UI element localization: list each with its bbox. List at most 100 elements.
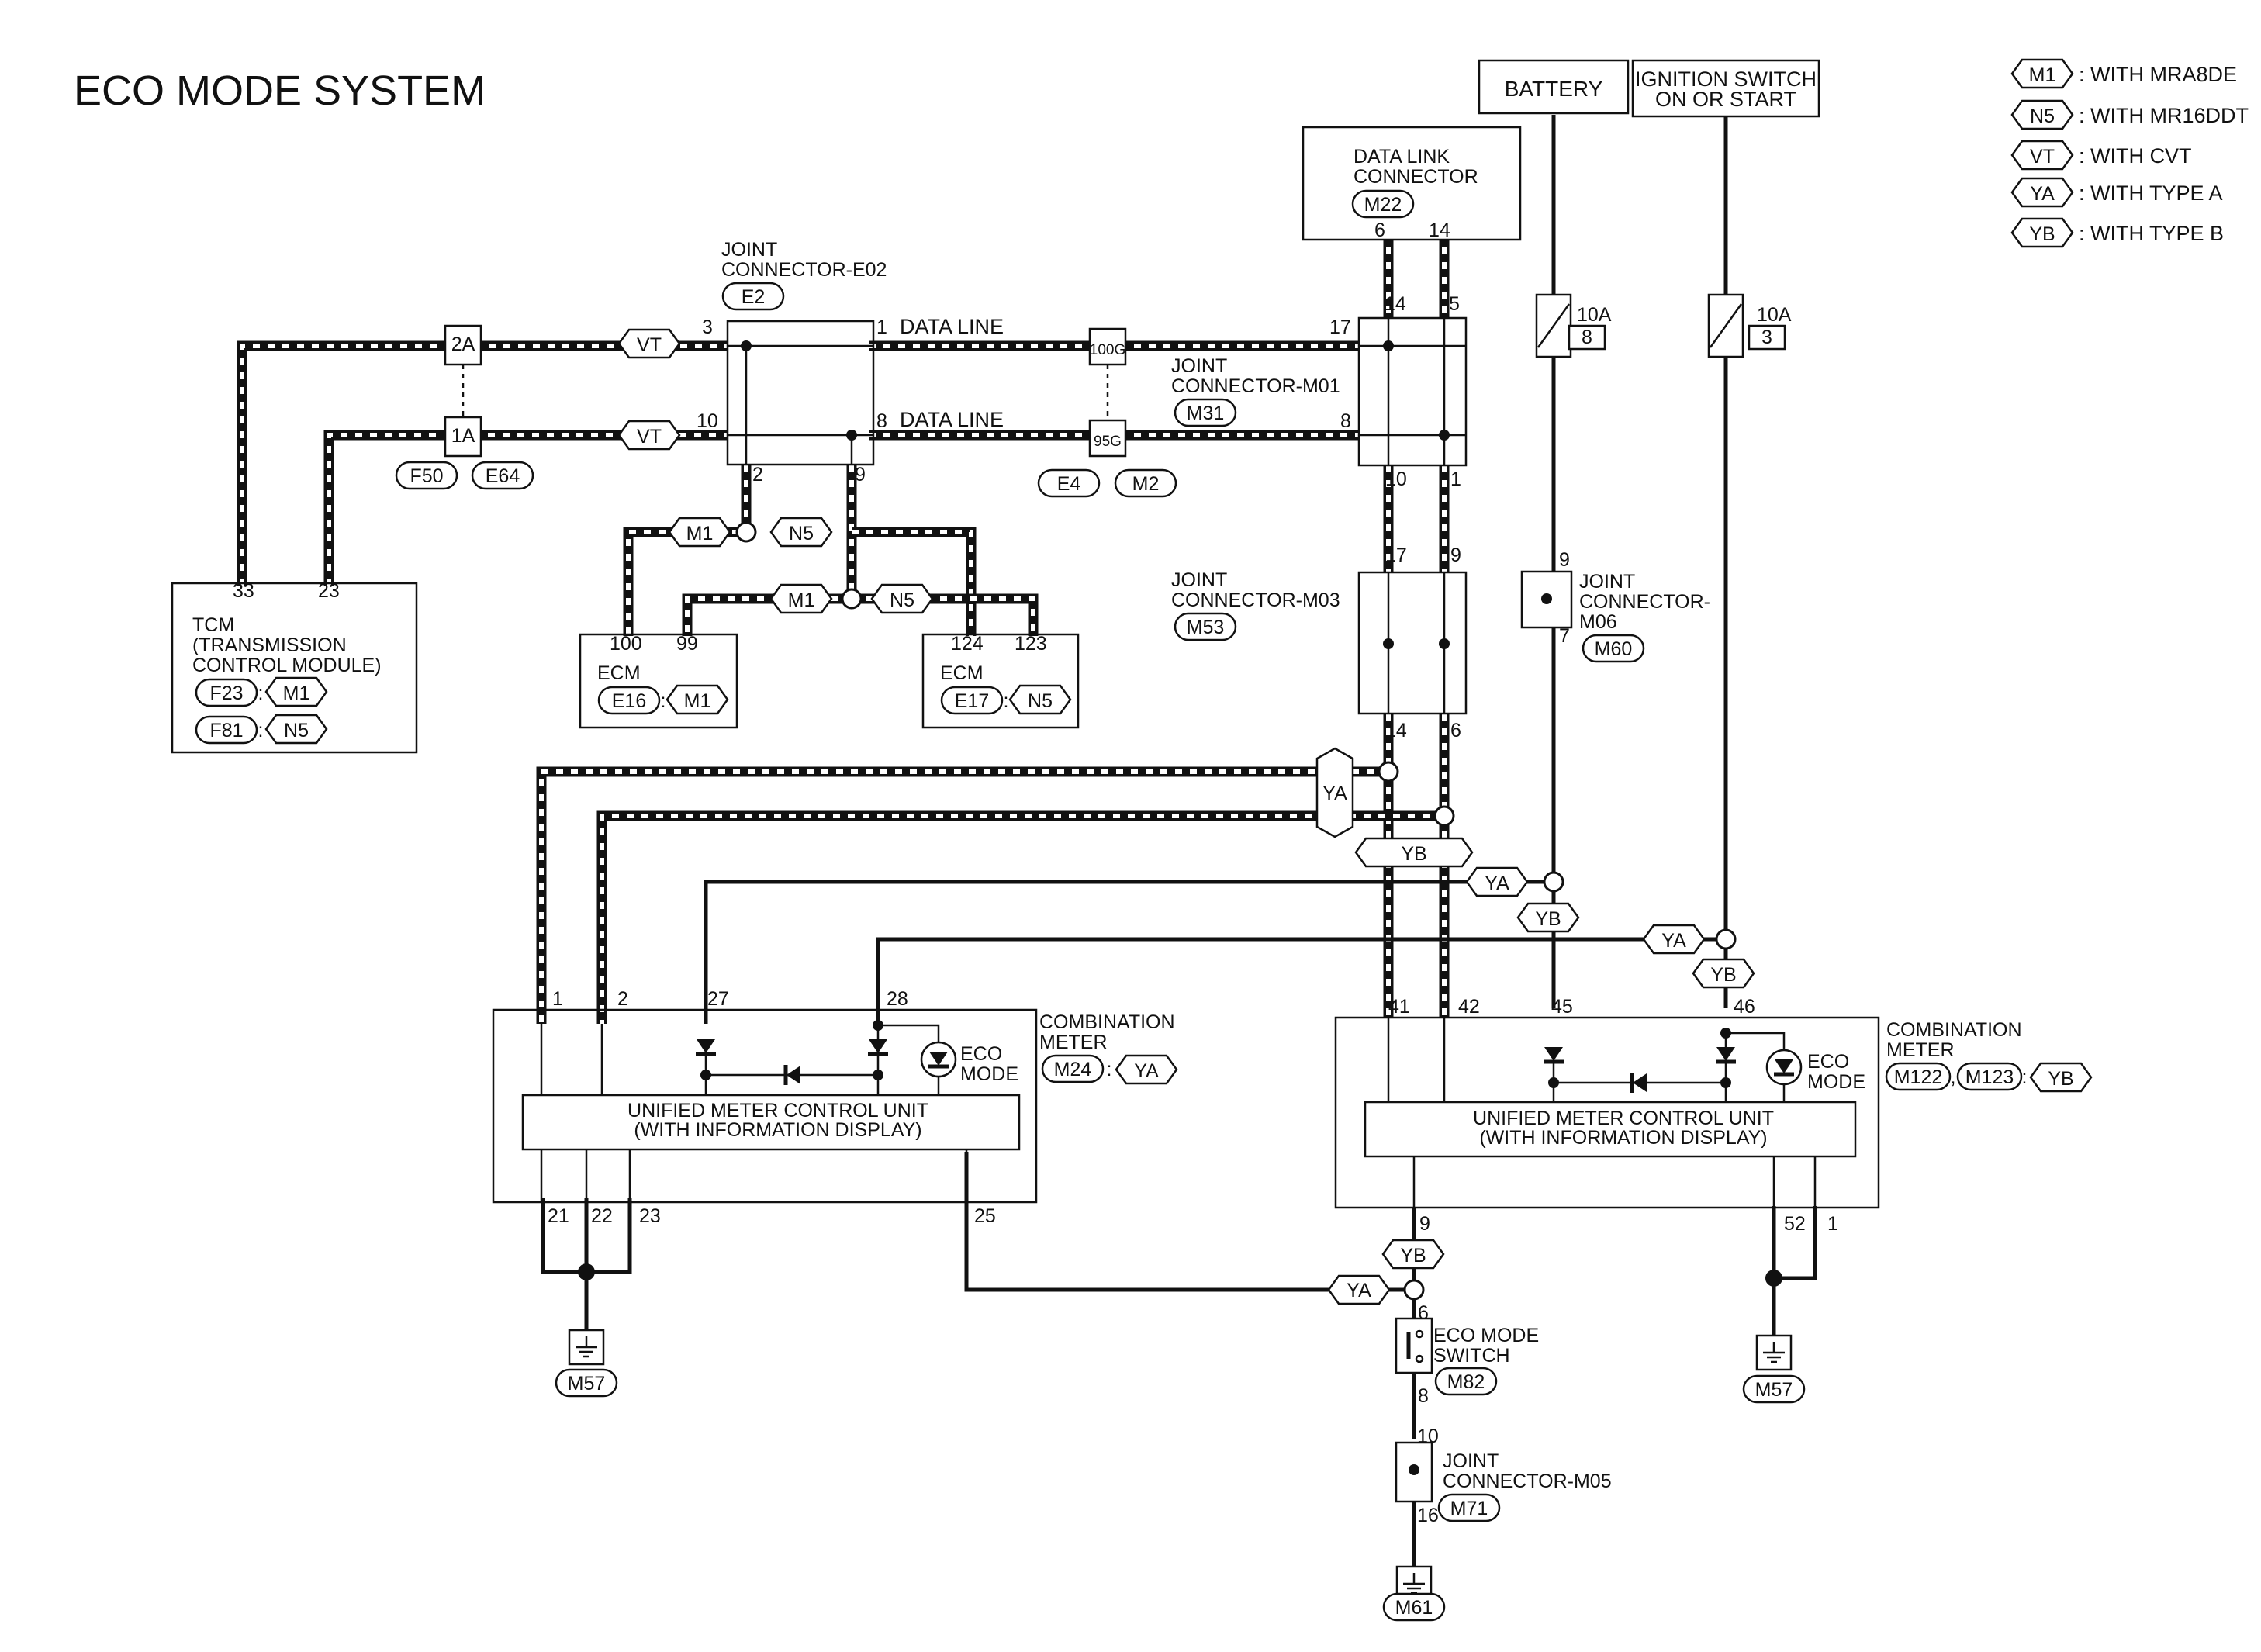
joint-m05-code-pill [1437, 1493, 1501, 1522]
pin-e02-9: 9 [855, 464, 866, 486]
fuse-battery-number: 8 [1582, 327, 1592, 348]
inline-e4-pill [1037, 468, 1101, 498]
tag-m1-upper-text: M1 [686, 523, 714, 544]
inline-e64-code: E64 [486, 465, 520, 487]
joint-e02-label-line2: CONNECTOR-E02 [721, 259, 887, 281]
pin-ecm-123: 123 [1015, 633, 1047, 655]
pin-meter-b-9: 9 [1419, 1213, 1430, 1235]
split-node-m03-6 [1433, 805, 1455, 827]
eco-switch-label-line1: ECO MODE [1433, 1325, 1539, 1346]
split-node-battery [1543, 871, 1564, 893]
tag-ya-batt [1465, 866, 1529, 897]
inline-f50-pill [395, 461, 458, 490]
joint-e02-label-line1: JOINT [721, 239, 777, 261]
can-ya-metera-1-stripe [539, 769, 1388, 1024]
tag-tcm-n5 [264, 714, 328, 745]
pin-tcm-33: 33 [233, 580, 254, 602]
tag-ya-can [1315, 747, 1354, 838]
pin-meter-b-1: 1 [1827, 1213, 1838, 1235]
tag-ya-ign [1642, 924, 1706, 955]
pin-meter-a-23: 23 [639, 1205, 661, 1227]
joint-e02-code-pill [721, 282, 785, 311]
fuse-ignition-number-box [1748, 324, 1786, 351]
junction-dot-5 [1439, 638, 1450, 649]
inline-e64-pill [471, 461, 534, 490]
can-ya-metera-2-stripe [600, 814, 1444, 1024]
tag-n5-upper [769, 517, 833, 548]
tcm-connector-f81: F81 [209, 720, 243, 741]
tag-n5-lower [870, 583, 934, 614]
meter-a-code-pill [1041, 1054, 1105, 1083]
tag-yb-can [1354, 837, 1474, 868]
eco-lamp-b-label-line1: ECO [1807, 1051, 1849, 1073]
fuse-ignition-number: 3 [1761, 327, 1772, 348]
inline-100g-box [1088, 327, 1127, 366]
ignition-label-line2: ON OR START [1655, 88, 1796, 111]
ground-right-pill [1742, 1374, 1806, 1404]
ecm2-box [921, 633, 1080, 729]
tag-m1-lower [769, 583, 833, 614]
meter-b-sep: : [2022, 1066, 2028, 1088]
meter-b-code-pill-2 [1956, 1062, 2023, 1091]
wire-ya-battery-to-meter-a [704, 880, 1554, 1024]
eco-switch-pole-2 [1415, 1354, 1424, 1363]
ground-left-junction [578, 1263, 595, 1280]
ecm1-box [579, 633, 738, 729]
split-node-ignition [1715, 928, 1737, 950]
pin-m05-16: 16 [1417, 1505, 1439, 1526]
junction-dot-7 [1409, 1464, 1419, 1475]
umcu-a-label-line1: UNIFIED METER CONTROL UNIT [627, 1100, 928, 1121]
joint-m06-code-pill [1582, 634, 1645, 663]
ignition-label-line1: IGNITION SWITCH [1635, 67, 1817, 91]
inline-m2-pill [1114, 468, 1177, 498]
eco-switch-pole-1 [1415, 1329, 1424, 1339]
joint-m05-label-line1: JOINT [1443, 1450, 1499, 1472]
can-ya-metera-1 [536, 766, 1388, 1024]
signal-wires [541, 115, 1817, 1567]
tag-m1-lower-text: M1 [788, 589, 815, 611]
can-e02-ecm1-100-stripe [626, 465, 748, 636]
joint-m03-box [1357, 571, 1468, 715]
dlc-connector-code: M22 [1364, 194, 1402, 216]
pin-meter-a-2: 2 [617, 988, 628, 1010]
joint-m01-code: M31 [1187, 403, 1225, 424]
joint-m03-code-pill [1174, 612, 1237, 641]
meter-a-junction-2 [873, 1070, 883, 1080]
eco-lamp-b-label-line2: MODE [1807, 1071, 1865, 1093]
meter-b-comma: , [1951, 1066, 1956, 1088]
pin-switch-8: 8 [1418, 1385, 1429, 1407]
joint-m05-box [1395, 1441, 1433, 1503]
meter-b-junction-3 [1720, 1028, 1731, 1039]
pin-ecm-124: 124 [951, 633, 984, 655]
tag-yb-ign [1692, 958, 1755, 989]
legend-tag-2 [2010, 140, 2074, 171]
tag-tcm-n5-text: N5 [284, 720, 309, 741]
pin-m06-9: 9 [1559, 549, 1570, 571]
tag-ya-batt-text: YA [1485, 873, 1509, 894]
pin-meter-b-52: 52 [1784, 1213, 1806, 1235]
ecm1-sep: : [661, 690, 666, 712]
battery-label: BATTERY [1505, 77, 1603, 101]
legend-yb-text: : WITH TYPE B [2079, 222, 2224, 245]
meter-a-box [492, 1008, 1038, 1204]
inline-95g-box [1088, 419, 1127, 458]
split-node-switch [1403, 1279, 1425, 1301]
joint-m06-label-line2: CONNECTOR- [1579, 591, 1710, 613]
can-tcm-23-stripe [327, 433, 728, 586]
pin-meter-a-27: 27 [707, 988, 729, 1010]
joint-m03-label-line2: CONNECTOR-M03 [1171, 589, 1340, 611]
tcm-f23-pill [195, 678, 258, 707]
tcm-f81-pill [195, 715, 258, 745]
ecm2-label: ECM [940, 662, 984, 684]
meter-a-junction-3 [873, 1020, 883, 1031]
legend-tag-3 [2010, 177, 2074, 208]
joint-m03-code: M53 [1187, 617, 1225, 638]
joint-m05-label-line2: CONNECTOR-M05 [1443, 1471, 1612, 1492]
tag-yb-switch-text: YB [1400, 1245, 1426, 1267]
umcu-b-label-line1: UNIFIED METER CONTROL UNIT [1473, 1108, 1774, 1129]
meter-a-junction-1 [700, 1070, 711, 1080]
split-node-e02-2 [735, 521, 757, 543]
tag-ya-switch-text: YA [1347, 1280, 1371, 1301]
tcm-label-line3: CONTROL MODULE) [192, 655, 382, 676]
inline-m2-code: M2 [1132, 473, 1160, 495]
